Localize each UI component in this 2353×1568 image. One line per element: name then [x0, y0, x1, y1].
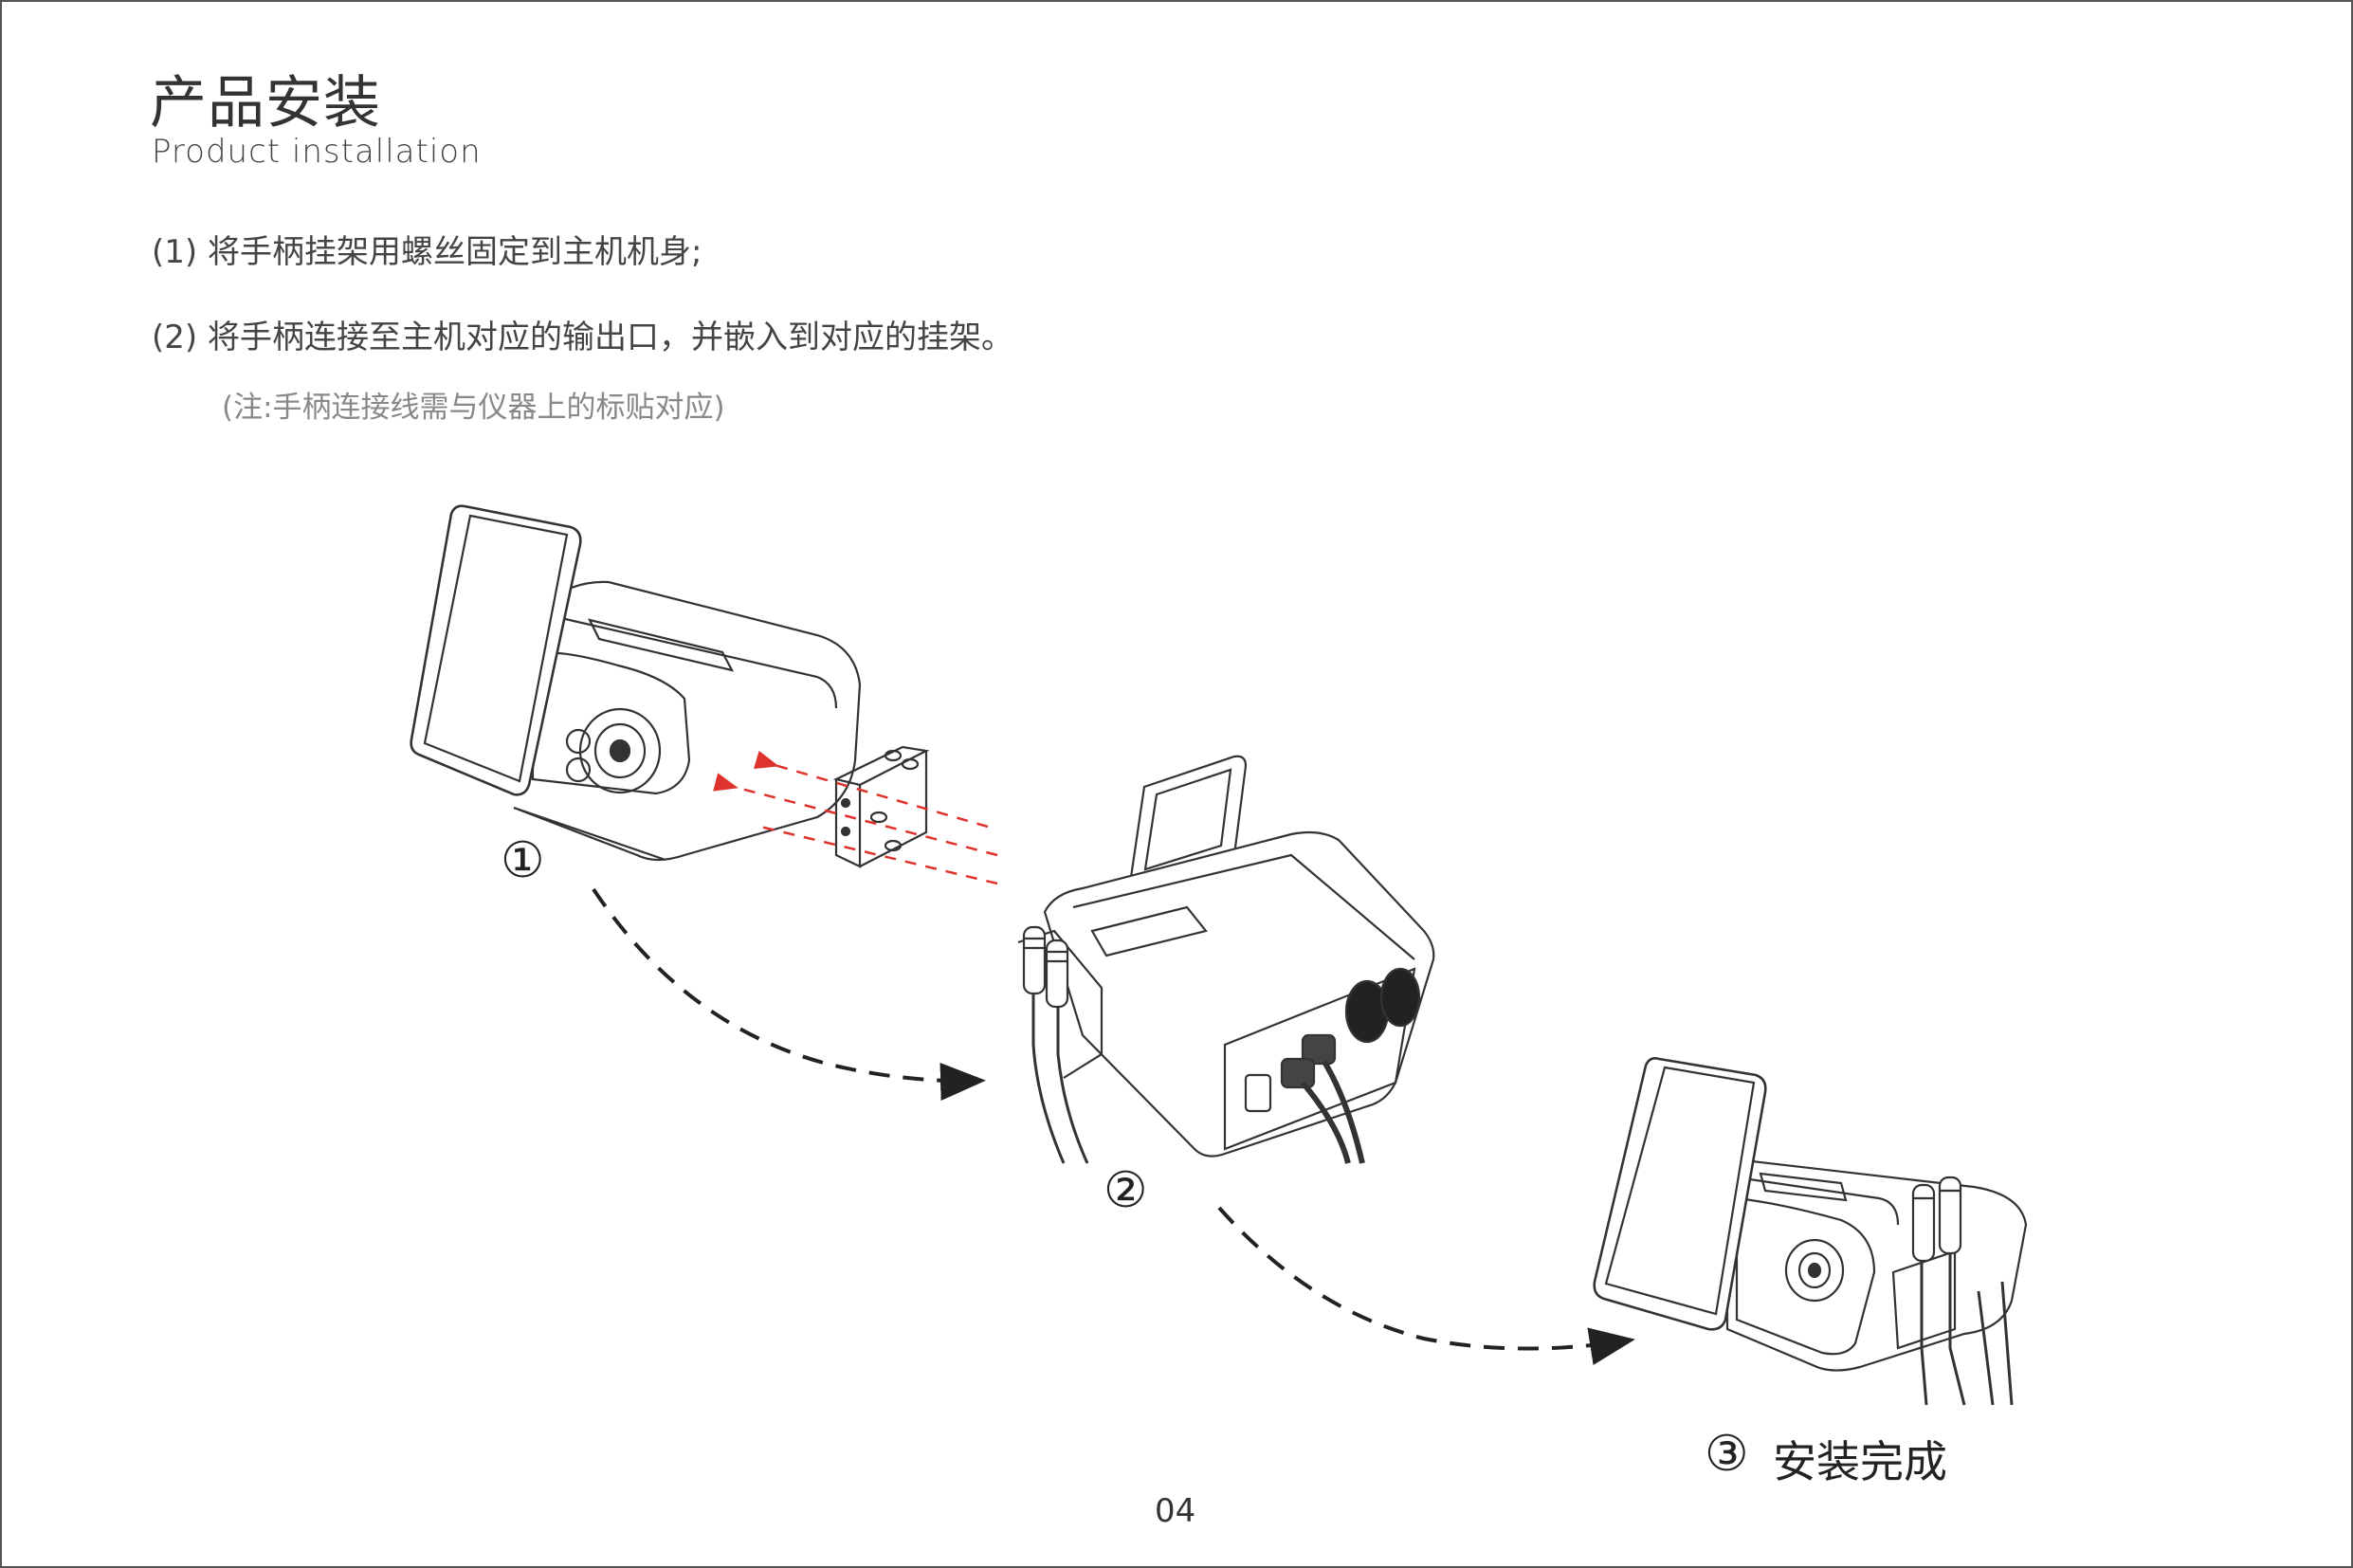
step-3-marker: ③ [1705, 1426, 1749, 1483]
handle-bracket-icon [832, 745, 930, 868]
step-1-marker: ① [501, 832, 545, 889]
page-title: 产品安装 [150, 70, 381, 137]
page-subtitle: Product installation [152, 133, 482, 171]
note-text: (注:手柄连接线需与仪器上的标贴对应) [222, 391, 725, 425]
completion-text: 安装完成 [1773, 1436, 1947, 1487]
step-2-marker: ② [1104, 1162, 1148, 1219]
step-1-text: (1) 将手柄挂架用螺丝固定到主机机身; [152, 233, 702, 271]
step-2-text: (2) 将手柄连接至主机对应的输出口，并嵌入到对应的挂架。 [152, 319, 1013, 356]
flow-arrow-2-icon [1217, 1206, 1635, 1365]
page-number: 04 [1155, 1492, 1196, 1530]
device-2-icon [1017, 755, 1435, 1164]
screw-guide-arrows [713, 750, 998, 885]
flow-arrow-1-icon [592, 887, 986, 1101]
device-3-icon [1593, 1057, 2028, 1406]
device-1-icon [410, 504, 862, 862]
